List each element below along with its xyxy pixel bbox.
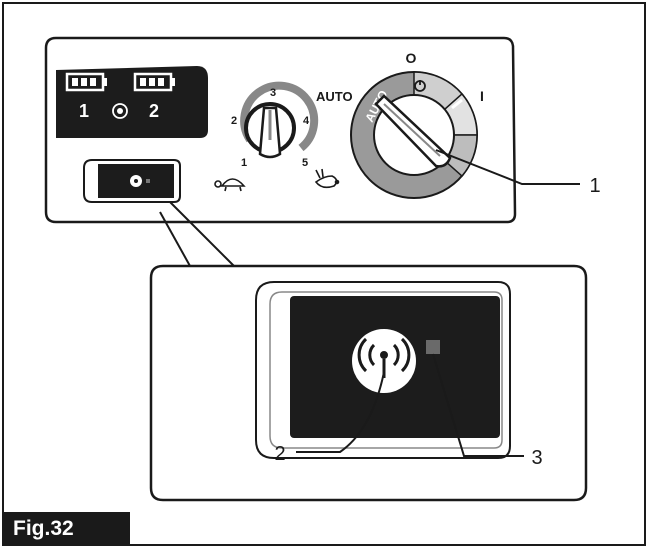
callout-2: 2 <box>274 443 285 465</box>
turtle-icon <box>214 178 246 192</box>
zoom-line-left <box>159 211 191 267</box>
zoom-detail: 2 3 <box>149 264 588 502</box>
status-led <box>146 179 150 183</box>
callout-1: 1 <box>589 175 600 197</box>
mode-dial[interactable]: AUTO O I AUTO <box>316 50 484 199</box>
mode-off-icon <box>414 80 426 92</box>
fan-tick-4: 4 <box>303 115 310 127</box>
callout-3-leader <box>432 353 524 457</box>
control-panel: 1 2 1 2 3 4 5 <box>44 36 601 224</box>
mode-auto-outer-label: AUTO <box>316 89 353 104</box>
status-led-large <box>426 340 440 354</box>
antenna-signal-icon-large <box>352 329 416 393</box>
fan-speed-knob[interactable]: 1 2 3 4 5 <box>214 81 340 192</box>
mode-top-label: O <box>406 50 417 66</box>
fan-tick-2: 2 <box>231 115 237 127</box>
fan-tick-5: 5 <box>302 157 308 169</box>
callout-1-leader <box>435 149 580 185</box>
battery-selector-icon <box>112 103 128 119</box>
fan-speed-arc <box>240 81 319 152</box>
figure-label: Fig.32 <box>3 512 130 546</box>
rabbit-icon <box>314 168 340 189</box>
battery-1-icon <box>65 72 107 92</box>
fan-tick-1: 1 <box>241 157 247 169</box>
mode-right-label: I <box>480 88 484 104</box>
battery-2-label: 2 <box>149 101 159 121</box>
zoom-line-right <box>169 201 235 267</box>
battery-1-label: 1 <box>79 101 89 121</box>
callout-2-leader <box>296 371 385 453</box>
callout-3: 3 <box>531 447 542 469</box>
fan-tick-3: 3 <box>270 87 276 99</box>
battery-2-icon <box>133 72 175 92</box>
remote-button-small[interactable] <box>83 159 181 203</box>
battery-display: 1 2 <box>56 66 208 138</box>
